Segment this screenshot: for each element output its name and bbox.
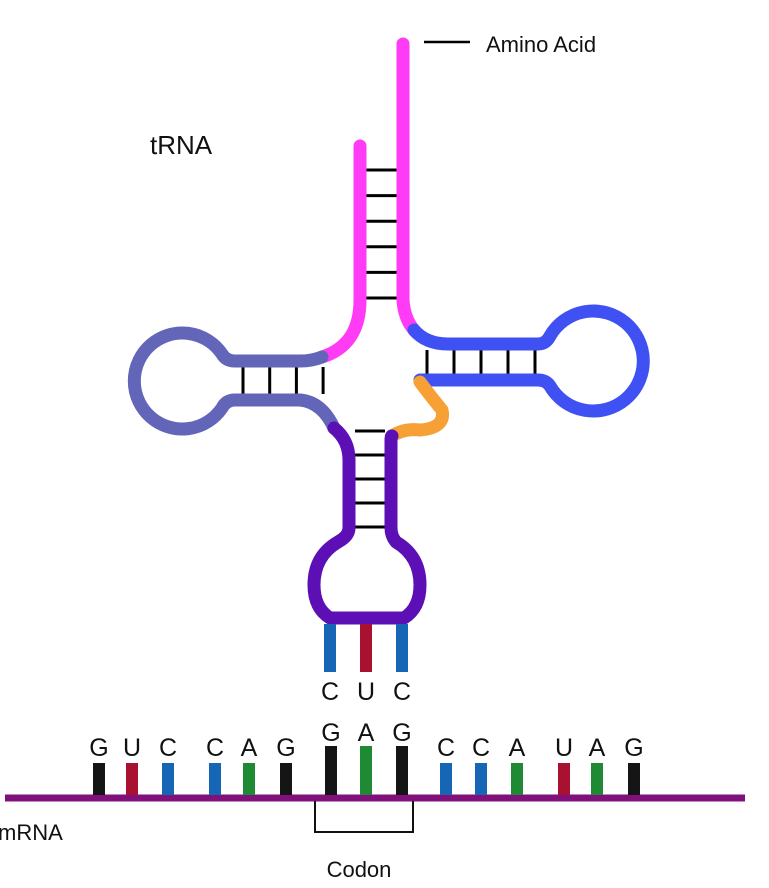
acceptor-stem-5prime-strand xyxy=(315,139,367,364)
mrna-base-bar xyxy=(440,763,452,795)
mrna-base-bar xyxy=(280,763,292,795)
mrna-base-bar xyxy=(243,763,255,795)
mrna-base-bar xyxy=(93,763,105,795)
codon-label: Codon xyxy=(327,857,392,882)
mrna-label: mRNA xyxy=(0,820,63,845)
mrna-base-letter: A xyxy=(509,734,526,762)
codon-bracket xyxy=(314,801,414,833)
codon-base-bar xyxy=(360,746,372,795)
mrna-base-letter: G xyxy=(276,734,295,762)
mrna-base-bar xyxy=(475,763,487,795)
t-arm-base-pairs xyxy=(425,350,537,374)
mrna-base-bar xyxy=(591,763,603,795)
anticodon-arm xyxy=(307,421,427,625)
anticodon-base-letter: C xyxy=(393,678,411,706)
codon-base-bar xyxy=(325,746,337,795)
mrna-base-letter: C xyxy=(159,734,177,762)
mrna-base-letter: G xyxy=(89,734,108,762)
mrna-base-bar xyxy=(511,763,523,795)
variable-loop xyxy=(385,375,449,443)
anticodon-base-bar xyxy=(324,624,336,672)
anticodon-base-bar xyxy=(396,624,408,672)
acceptor-stem-base-pairs xyxy=(366,168,397,300)
mrna-base-letter: G xyxy=(624,734,643,762)
mrna-base-letter: U xyxy=(555,734,573,762)
anticodon-stem-base-pairs xyxy=(355,429,385,529)
codon-base-letter: A xyxy=(358,719,375,747)
mrna-base-bar xyxy=(628,763,640,795)
d-arm xyxy=(127,326,341,436)
trna-title: tRNA xyxy=(150,130,213,160)
mrna-base-letter: C xyxy=(437,734,455,762)
mrna-base-bar xyxy=(162,763,174,795)
mrna-base-bar xyxy=(209,763,221,795)
mrna-base-letter: A xyxy=(589,734,606,762)
codon-base-letter: G xyxy=(392,719,411,747)
codon-base-letter: G xyxy=(321,719,340,747)
mrna-base-letter: A xyxy=(241,734,258,762)
anticodon-base-bar xyxy=(360,624,372,672)
anticodon-base-letter: C xyxy=(321,678,339,706)
mrna-base-letter: C xyxy=(472,734,490,762)
amino-acid-label: Amino Acid xyxy=(486,32,596,57)
d-arm-base-pairs xyxy=(241,367,325,394)
anticodon-base-letter: U xyxy=(357,678,375,706)
mrna-base-letter: U xyxy=(123,734,141,762)
mrna-base-letter: C xyxy=(206,734,224,762)
mrna-base-bar xyxy=(558,763,570,795)
codon-base-bar xyxy=(396,746,408,795)
mrna-base-bar xyxy=(126,763,138,795)
t-arm xyxy=(407,304,650,418)
acceptor-stem-3prime-strand xyxy=(396,37,421,337)
